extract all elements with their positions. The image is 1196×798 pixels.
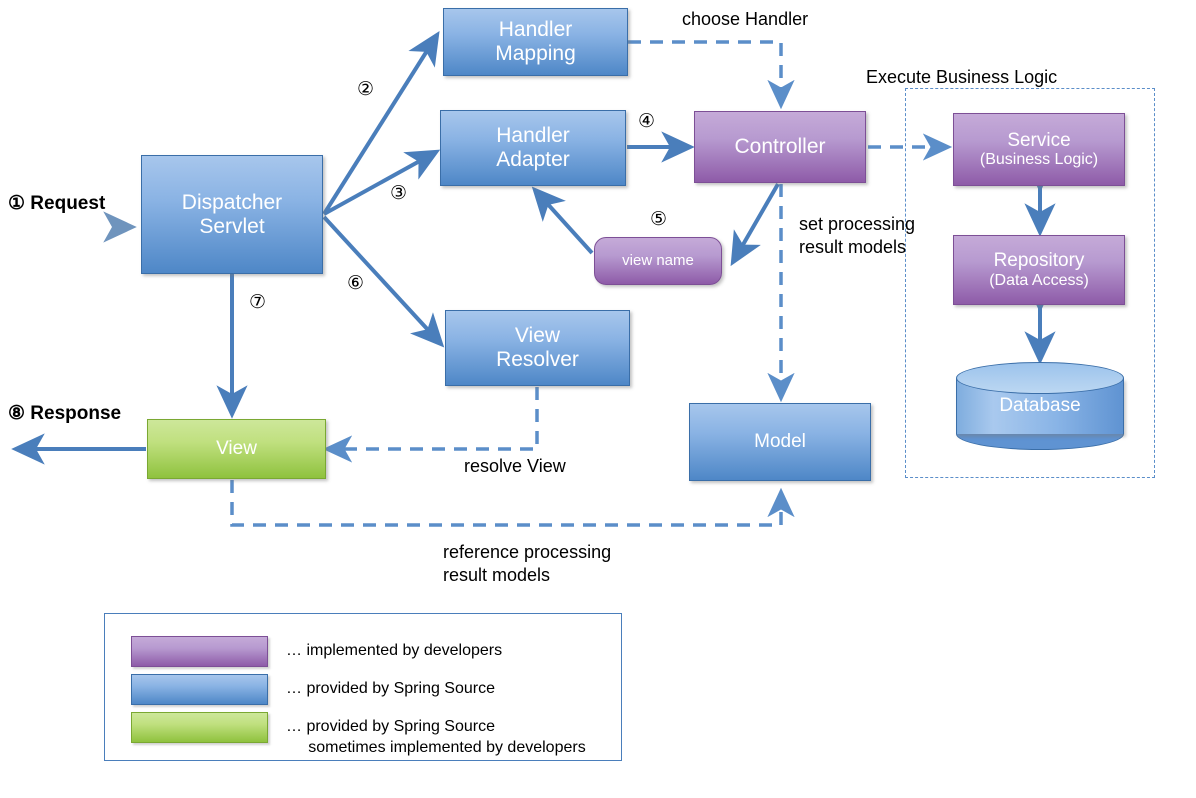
handler-mapping-line2: Mapping (495, 42, 576, 65)
edge-dispatcher-to-view-resolver (322, 215, 445, 348)
execute-business-logic-group (905, 88, 1155, 478)
node-view-resolver[interactable]: View Resolver (445, 310, 630, 386)
repository-line1: Repository (993, 250, 1085, 272)
legend-item-0: … implemented by developers (131, 636, 502, 667)
label-reference-processing-result-models: reference processing result models (443, 542, 612, 585)
view-resolver-line1: View (514, 324, 561, 348)
label-step-6: ⑥ (347, 273, 365, 294)
label-choose-handler: choose Handler (682, 9, 809, 29)
label-set-processing-result-models: set processing result models (799, 214, 916, 257)
node-service[interactable]: Service (Business Logic) (953, 113, 1125, 186)
dispatcher-servlet-line2: Servlet (199, 214, 265, 238)
label-request: ① Request (8, 193, 106, 214)
execute-business-logic-label: Execute Business Logic (866, 67, 1058, 87)
edge-choose-handler (628, 40, 795, 110)
label-step-4: ④ (638, 111, 656, 132)
edge-reference-processing-result-models (230, 480, 795, 527)
node-controller[interactable]: Controller (694, 111, 866, 183)
node-repository[interactable]: Repository (Data Access) (953, 235, 1125, 305)
label-step-7: ⑦ (249, 292, 267, 313)
edge-dispatcher-to-handler-mapping (322, 30, 440, 216)
service-line1: Service (1007, 129, 1071, 151)
handler-mapping-line1: Handler (498, 18, 573, 42)
label-response: ⑧ Response (8, 403, 122, 424)
dispatcher-servlet-line1: Dispatcher (181, 190, 283, 214)
database-label: Database (999, 395, 1081, 416)
model-label: Model (754, 431, 806, 453)
node-handler-mapping[interactable]: Handler Mapping (443, 8, 628, 76)
view-resolver-line2: Resolver (496, 348, 579, 371)
repository-line2: (Data Access) (989, 271, 1089, 289)
legend-panel: … implemented by developers … provided b… (104, 613, 622, 761)
legend-label-1: … provided by Spring Source (286, 680, 495, 697)
legend-item-2: … provided by Spring Source sometimes im… (131, 712, 586, 758)
view-name-label: view name (622, 251, 694, 269)
node-model[interactable]: Model (689, 403, 871, 481)
edge-resolve-view (322, 387, 539, 463)
view-label: View (216, 438, 257, 460)
edge-controller-to-view-name (730, 183, 780, 267)
handler-adapter-line2: Adapter (496, 148, 570, 171)
database-cylinder-top (956, 362, 1124, 394)
service-line2: (Business Logic) (979, 151, 1099, 169)
label-step-5: ⑤ (650, 209, 668, 230)
label-step-2: ② (357, 79, 375, 100)
label-step-3: ③ (390, 183, 408, 204)
node-view-name[interactable]: view name (594, 237, 722, 285)
handler-adapter-line1: Handler (496, 124, 570, 148)
controller-label: Controller (734, 135, 826, 159)
legend-label-2: … provided by Spring Source sometimes im… (286, 718, 586, 757)
legend-swatch-blue (131, 674, 268, 705)
legend-swatch-green (131, 712, 268, 743)
node-database[interactable]: Database (956, 362, 1124, 450)
legend-swatch-purple (131, 636, 268, 667)
node-view[interactable]: View (147, 419, 326, 479)
node-dispatcher-servlet[interactable]: Dispatcher Servlet (141, 155, 323, 274)
legend-item-1: … provided by Spring Source (131, 674, 495, 705)
node-handler-adapter[interactable]: Handler Adapter (440, 110, 626, 186)
label-resolve-view: resolve View (464, 456, 566, 476)
edge-dispatcher-to-handler-adapter (323, 149, 441, 216)
legend-label-0: … implemented by developers (286, 642, 503, 659)
edge-view-name-to-handler-adapter (531, 186, 594, 255)
